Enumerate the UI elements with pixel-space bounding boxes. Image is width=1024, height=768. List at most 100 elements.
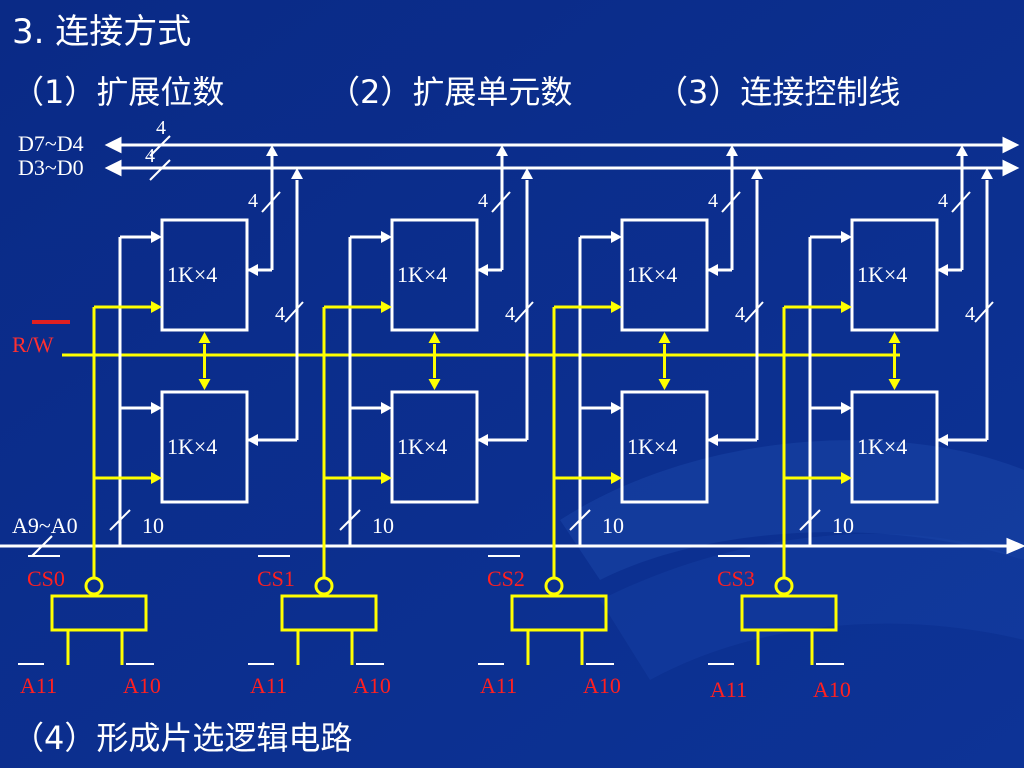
group-2-chip-upper bbox=[620, 218, 709, 332]
group-2-rw-down-arrow bbox=[658, 379, 671, 390]
group-3-upper-data-width: 4 bbox=[938, 190, 948, 212]
group-0-lower-data-slash bbox=[284, 301, 304, 323]
group-3-chip-lower-label: 1K×4 bbox=[857, 434, 907, 459]
group-1-address-lower-arrow bbox=[381, 402, 392, 414]
group-0-upper-data-slash bbox=[261, 191, 281, 213]
group-1-lower-data-slash bbox=[514, 301, 534, 323]
group-0-input-a11-label: A11 bbox=[20, 673, 57, 698]
group-2-lower-data-left-arrow bbox=[707, 434, 718, 446]
group-3-upper-data-left-arrow bbox=[937, 264, 948, 276]
group-3-input-a11-label: A11 bbox=[710, 677, 747, 702]
group-0-cs-lower-arrow bbox=[151, 472, 162, 484]
group-1-lower-data-width: 4 bbox=[505, 303, 515, 325]
group-0-address-width-slash bbox=[109, 509, 131, 531]
group-1-lower-data-arrow bbox=[521, 168, 533, 179]
data-bus-high-right-arrow bbox=[1002, 136, 1020, 154]
step-connect-control: （3）连接控制线 bbox=[656, 73, 901, 111]
group-1-chip-lower bbox=[390, 390, 479, 504]
group-2-upper-data-left-arrow bbox=[707, 264, 718, 276]
group-0-lower-data-left-arrow bbox=[247, 434, 258, 446]
group-3-chip-upper-label: 1K×4 bbox=[857, 262, 907, 287]
data-bus-low-left-arrow bbox=[104, 159, 122, 177]
group-2-upper-data-slash bbox=[721, 191, 741, 213]
group-2-upper-data-arrow bbox=[726, 145, 738, 156]
group-1-address-upper-arrow bbox=[381, 231, 392, 243]
group-0-rw-down-arrow bbox=[198, 379, 211, 390]
group-3-chip-lower bbox=[850, 390, 939, 504]
group-3-address-upper-arrow bbox=[841, 231, 852, 243]
group-1-address-width-slash bbox=[339, 509, 361, 531]
group-2-chip-upper-label: 1K×4 bbox=[627, 262, 677, 287]
group-1-chip-upper-label: 1K×4 bbox=[397, 262, 447, 287]
group-2-rw-up-arrow bbox=[658, 332, 671, 343]
group-1-rw-up-arrow bbox=[428, 332, 441, 343]
address-bus-label: A9~A0 bbox=[12, 513, 78, 538]
group-0-chip-upper bbox=[160, 218, 249, 332]
group-3-address-width-label: 10 bbox=[832, 513, 854, 538]
group-0-upper-data-arrow bbox=[266, 145, 278, 156]
group-0-chip-lower bbox=[160, 390, 249, 504]
group-1-cs-label: CS1 bbox=[257, 566, 295, 591]
group-0-cs-upper-arrow bbox=[151, 301, 162, 313]
group-2-upper-data-width: 4 bbox=[708, 190, 718, 212]
group-3-decoder-gate bbox=[740, 594, 838, 632]
group-0-lower-data-arrow bbox=[291, 168, 303, 179]
group-1-upper-data-slash bbox=[491, 191, 511, 213]
group-3-rw-up-arrow bbox=[888, 332, 901, 343]
group-3-cs-upper-arrow bbox=[841, 301, 852, 313]
group-0-rw-up-arrow bbox=[198, 332, 211, 343]
group-2-chip-lower-label: 1K×4 bbox=[627, 434, 677, 459]
group-1-address-width-label: 10 bbox=[372, 513, 394, 538]
group-0-address-width-label: 10 bbox=[142, 513, 164, 538]
group-0-inversion-bubble bbox=[84, 576, 104, 596]
group-0-lower-data-width: 4 bbox=[275, 303, 285, 325]
step-expand-bits: （1）扩展位数 bbox=[12, 73, 225, 111]
group-0-input-a10-label: A10 bbox=[123, 673, 161, 698]
data-high-width-slash bbox=[149, 135, 171, 157]
data-bus-low-label: D3~D0 bbox=[18, 155, 84, 180]
group-3-input-a10-label: A10 bbox=[813, 677, 851, 702]
group-3-chip-upper bbox=[850, 218, 939, 332]
group-1-chip-lower-label: 1K×4 bbox=[397, 434, 447, 459]
group-2-input-a11-label: A11 bbox=[480, 673, 517, 698]
group-2-decoder-gate bbox=[510, 594, 608, 632]
group-2-address-width-slash bbox=[569, 509, 591, 531]
group-3-cs-lower-arrow bbox=[841, 472, 852, 484]
step-chip-select-logic: （4）形成片选逻辑电路 bbox=[12, 719, 353, 757]
group-1-upper-data-left-arrow bbox=[477, 264, 488, 276]
data-low-width-slash bbox=[149, 159, 171, 181]
group-2-chip-lower bbox=[620, 390, 709, 504]
group-3-lower-data-slash bbox=[974, 301, 994, 323]
group-0-chip-lower-label: 1K×4 bbox=[167, 434, 217, 459]
group-1-decoder-gate bbox=[280, 594, 378, 632]
group-2-input-a10-label: A10 bbox=[583, 673, 621, 698]
group-3-upper-data-slash bbox=[951, 191, 971, 213]
group-3-address-width-slash bbox=[799, 509, 821, 531]
group-1-input-a10-label: A10 bbox=[353, 673, 391, 698]
group-3-rw-down-arrow bbox=[888, 379, 901, 390]
data-bus-low-right-arrow bbox=[1002, 159, 1020, 177]
group-2-inversion-bubble bbox=[544, 576, 564, 596]
group-2-address-upper-arrow bbox=[611, 231, 622, 243]
group-3-lower-data-left-arrow bbox=[937, 434, 948, 446]
group-3-upper-data-arrow bbox=[956, 145, 968, 156]
group-2-cs-upper-arrow bbox=[611, 301, 622, 313]
group-2-lower-data-arrow bbox=[751, 168, 763, 179]
group-3-address-lower-arrow bbox=[841, 402, 852, 414]
group-0-address-upper-arrow bbox=[151, 231, 162, 243]
group-2-cs-label: CS2 bbox=[487, 566, 525, 591]
data-bus-high-label: D7~D4 bbox=[18, 131, 84, 156]
group-1-input-a11-label: A11 bbox=[250, 673, 287, 698]
group-0-address-lower-arrow bbox=[151, 402, 162, 414]
group-1-chip-upper bbox=[390, 218, 479, 332]
data-bus-low-width: 4 bbox=[145, 145, 155, 167]
address-bus-arrow bbox=[1006, 537, 1024, 555]
group-1-upper-data-arrow bbox=[496, 145, 508, 156]
group-1-inversion-bubble bbox=[314, 576, 334, 596]
address-bus-slash bbox=[31, 535, 53, 557]
group-0-upper-data-width: 4 bbox=[248, 190, 258, 212]
group-0-chip-upper-label: 1K×4 bbox=[167, 262, 217, 287]
group-0-upper-data-left-arrow bbox=[247, 264, 258, 276]
